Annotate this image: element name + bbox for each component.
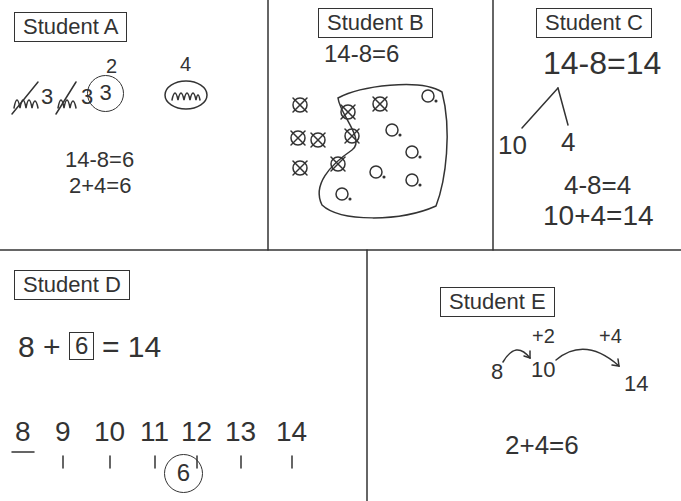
handwritten-text: 4 — [180, 53, 191, 75]
kept-counters — [336, 90, 437, 200]
handwritten-text: 11 — [140, 417, 169, 448]
handwritten-text: 2+4=6 — [505, 431, 579, 460]
node-text: Student D — [23, 273, 121, 297]
number-bond — [522, 88, 568, 128]
circled-number: 6 — [164, 454, 203, 493]
number-line-marks — [12, 452, 292, 468]
handwritten-text: 14 — [624, 372, 648, 396]
handwritten-text: +2 — [532, 325, 555, 347]
jump-arcs — [503, 349, 619, 366]
counters — [291, 85, 447, 218]
handwritten-text: 2 — [106, 55, 117, 77]
handwritten-text: 14-8=14 — [543, 46, 661, 81]
handwritten-text: 14-8=6 — [65, 148, 134, 172]
node-text: 6 — [75, 333, 88, 359]
crossed-counters — [291, 97, 387, 175]
handwritten-text: 14 — [276, 417, 307, 448]
handwritten-text: 8 — [491, 360, 503, 384]
hand-drawings — [12, 81, 207, 114]
handwritten-text: = 14 — [102, 330, 161, 363]
handwritten-text: 3 — [41, 85, 53, 109]
handwritten-text: 2+4=6 — [69, 174, 131, 198]
handwritten-text: 9 — [55, 417, 71, 448]
handwritten-text: 10 — [94, 417, 125, 448]
handwritten-text: 13 — [225, 417, 256, 448]
node-text: 6 — [177, 460, 190, 486]
node-text: 3 — [99, 81, 111, 105]
handwritten-text: 12 — [181, 417, 212, 448]
handwritten-text: 10 — [498, 131, 527, 160]
node-text: Student C — [545, 11, 643, 35]
handwritten-text: 14-8=6 — [324, 41, 399, 67]
title-box: Student B — [318, 8, 433, 38]
handwritten-text: +4 — [599, 325, 622, 347]
handwritten-text: 4-8=4 — [564, 171, 631, 200]
title-box: Student C — [536, 8, 652, 38]
handwritten-text: 10+4=14 — [543, 201, 654, 232]
handwritten-text: 4 — [561, 128, 575, 157]
node-text: Student A — [23, 15, 118, 39]
answer-box: 6 — [69, 332, 94, 360]
node-text: Student E — [449, 290, 546, 314]
handwritten-text: 10 — [531, 358, 555, 382]
circled-number: 3 — [87, 75, 124, 112]
node-text: Student B — [327, 11, 424, 35]
title-box: Student D — [14, 270, 130, 300]
title-box: Student E — [440, 287, 555, 317]
title-box: Student A — [14, 12, 127, 42]
handwritten-text: 8 + — [18, 330, 61, 363]
handwritten-text: 8 — [15, 417, 31, 448]
